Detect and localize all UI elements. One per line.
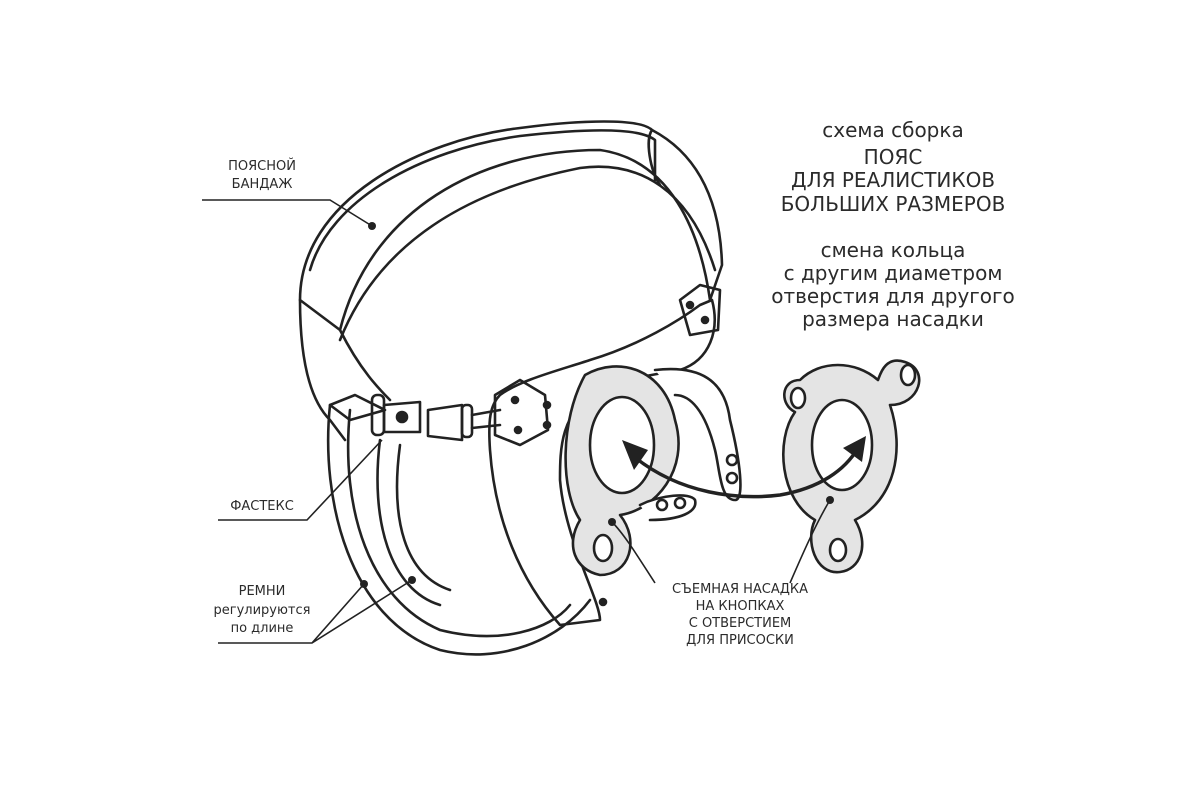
- subtitle-line-2: с другим диаметром: [783, 261, 1003, 285]
- subtitle-line-3: отверстия для другого: [771, 284, 1015, 308]
- title-line-3: ДЛЯ РЕАЛИСТИКОВ: [790, 168, 996, 192]
- title-line-4: БОЛЬШИХ РАЗМЕРОВ: [780, 192, 1006, 216]
- belt-lower-edge: [338, 165, 717, 342]
- label-belt-1: ПОЯСНОЙ: [228, 159, 296, 174]
- label-straps-3: по длине: [230, 621, 294, 636]
- leader-straps: [218, 579, 413, 644]
- buckle-male: [382, 400, 422, 434]
- belt-left-side: [298, 298, 347, 442]
- label-attachment-4: ДЛЯ ПРИСОСКИ: [686, 633, 794, 648]
- leader-attachment-left: [611, 521, 656, 584]
- title-line-2: ПОЯС: [863, 145, 923, 169]
- belt-inner-edge: [308, 129, 657, 272]
- subtitle-line-1: смена кольца: [820, 238, 966, 262]
- strap-mid: [346, 408, 572, 638]
- strap-outer: [326, 403, 592, 656]
- title-line-1: схема сборка: [822, 118, 964, 142]
- leader-buckle: [218, 439, 383, 521]
- subtitle-line-4: размера насадки: [802, 307, 984, 331]
- label-attachment-3: С ОТВЕРСТИЕМ: [688, 616, 792, 631]
- label-attachment-1: СЪЕМНАЯ НАСАДКА: [671, 582, 809, 597]
- waist-belt: [298, 120, 724, 332]
- label-straps-1: РЕМНИ: [238, 584, 286, 599]
- strap-inner-1: [376, 438, 442, 607]
- label-attachment-2: НА КНОПКАХ: [695, 599, 785, 614]
- label-belt-2: БАНДАЖ: [231, 177, 293, 192]
- swap-arrow: [630, 446, 860, 499]
- arrow-head-left: [622, 440, 648, 470]
- leader-attachment-right: [789, 499, 831, 584]
- label-buckle: ФАСТЕКС: [230, 499, 294, 514]
- buckle-female: [426, 403, 464, 442]
- leader-belt: [202, 199, 373, 227]
- label-straps-2: регулируются: [213, 603, 311, 618]
- pad-tab-right: [678, 283, 722, 337]
- strap-inner-2: [395, 443, 452, 592]
- belt-pad-end: [647, 128, 662, 187]
- pad-tab-left: [493, 378, 550, 447]
- front-strap: [653, 367, 742, 502]
- arrow-head-right: [843, 436, 866, 462]
- buckle-slider: [370, 393, 386, 437]
